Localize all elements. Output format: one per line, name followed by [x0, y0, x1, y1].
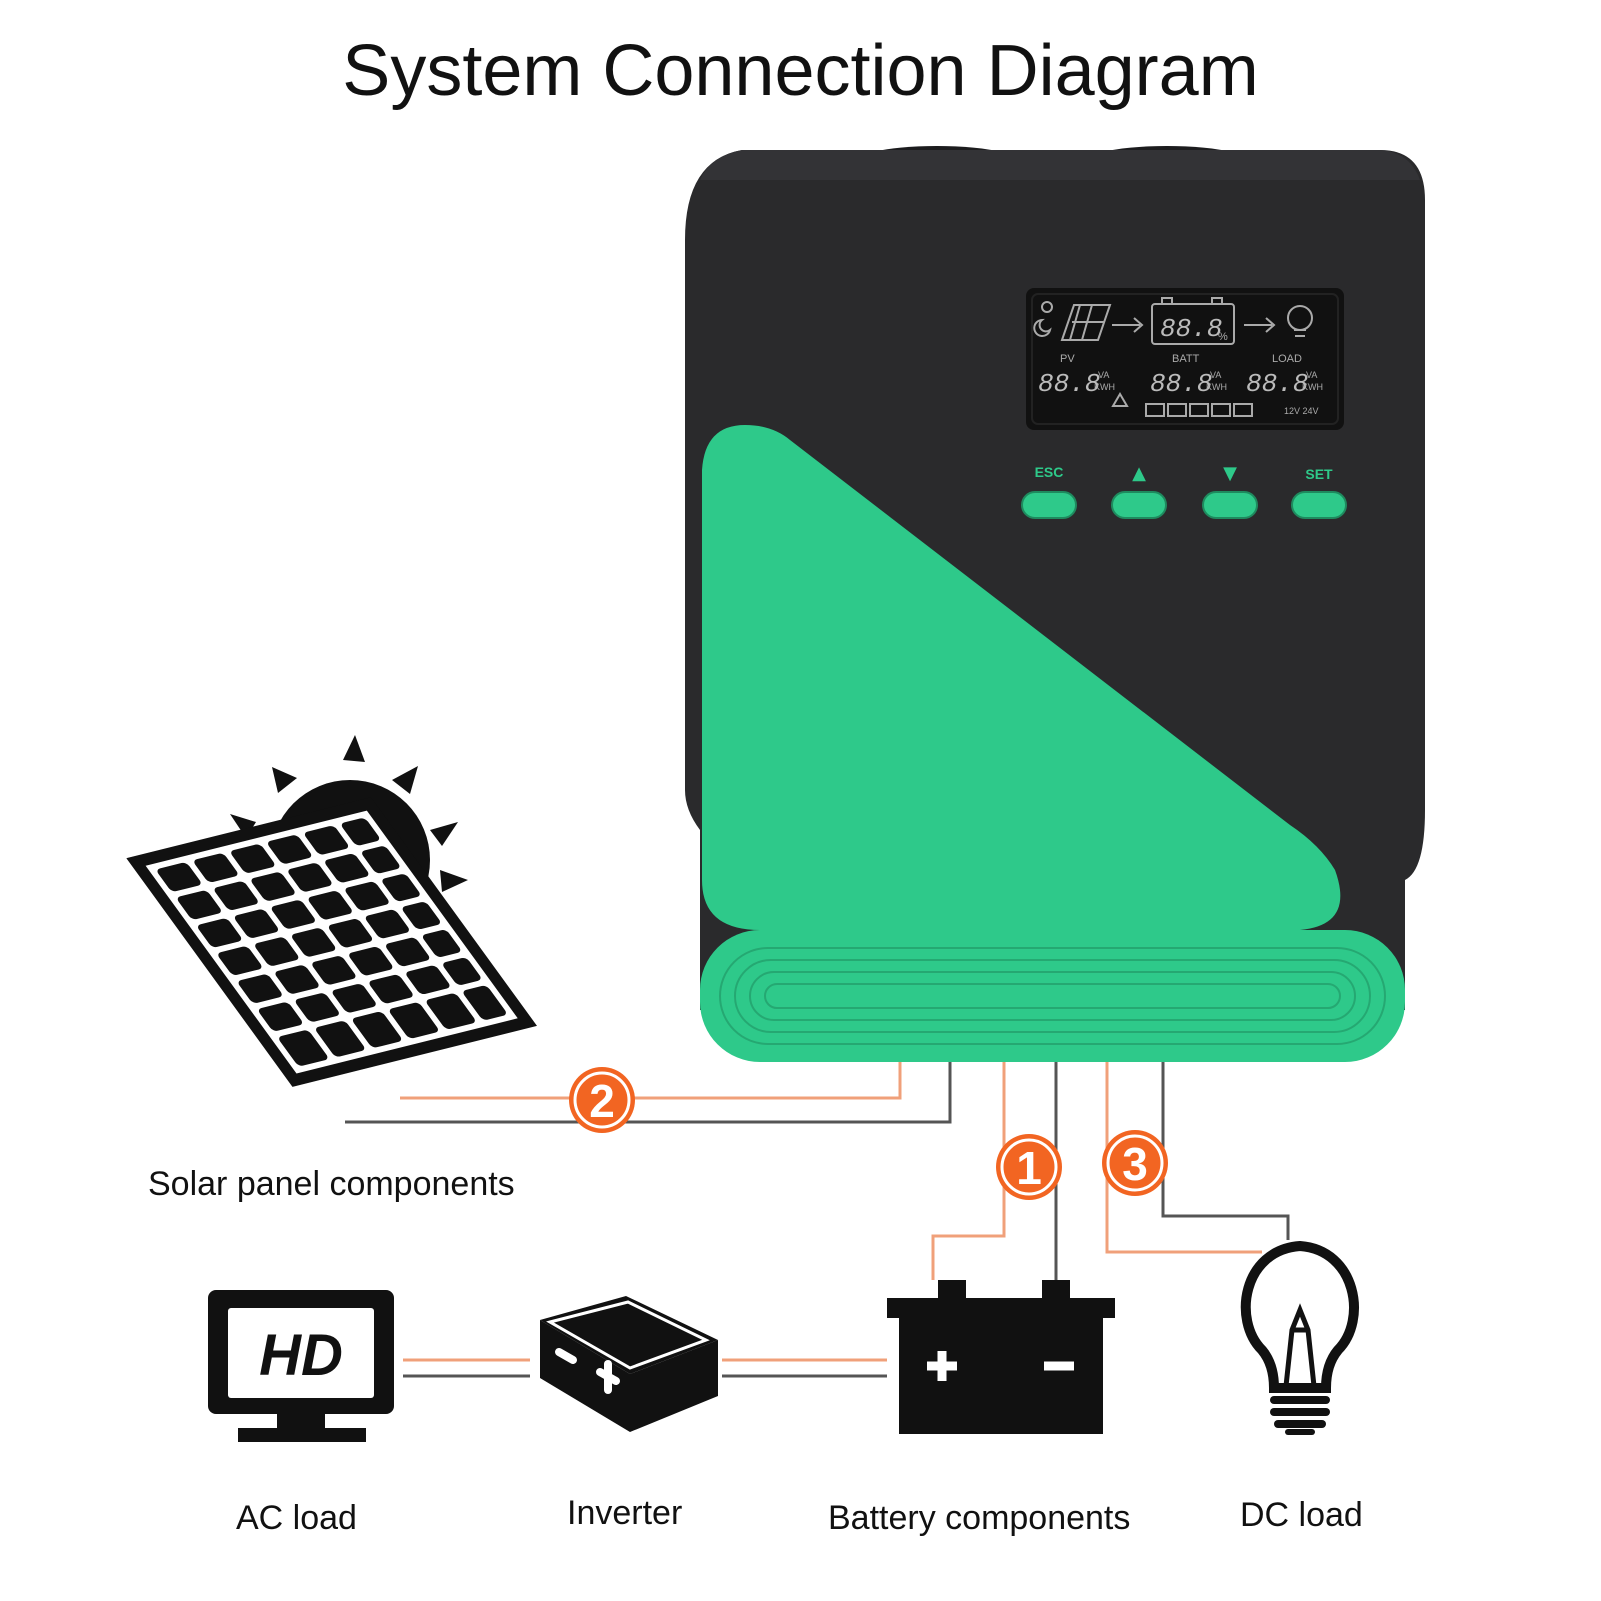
green-grip	[700, 930, 1405, 1062]
down-button[interactable]	[1202, 491, 1258, 519]
solar-negative-wire	[345, 1062, 952, 1124]
tv-hd-text: HD	[259, 1323, 343, 1388]
label-inverter: Inverter	[567, 1494, 683, 1532]
lcd-batt-unit-va: VA	[1210, 370, 1221, 380]
up-button-label: ▲	[1132, 463, 1146, 484]
lcd-batt-unit-kwh: KWH	[1206, 382, 1227, 392]
lcd-percent: %	[1218, 331, 1228, 343]
load-positive-wire	[1105, 1062, 1262, 1254]
green-panel	[702, 425, 1341, 930]
lcd-pv-unit-kwh: KWH	[1094, 382, 1115, 392]
wires	[345, 1062, 1290, 1378]
lcd-load-unit-va: VA	[1306, 370, 1317, 380]
solar-charge-controller: 88.8 % PV BATT LOAD 88.8 88.8 88.8 VA KW…	[685, 146, 1425, 1062]
lcd-batt-label: BATT	[1172, 353, 1200, 365]
lcd-battery-icon	[1151, 303, 1235, 345]
lcd-arrow-2-icon	[1244, 317, 1276, 333]
tv-icon: HD	[208, 1290, 394, 1442]
grip-ridges	[719, 947, 1386, 1045]
lcd-icons	[1033, 297, 1313, 417]
battery-positive-wire	[931, 1062, 1006, 1280]
badge-3: 3	[1102, 1130, 1168, 1196]
badge-2-number: 2	[589, 1075, 615, 1127]
esc-button-label: ESC	[1035, 464, 1064, 480]
lcd-load-digits: 88.8	[1246, 369, 1308, 399]
lcd-load-label: LOAD	[1272, 353, 1302, 365]
solar-panel-icon	[126, 735, 537, 1087]
badge-1-number: 1	[1016, 1142, 1042, 1194]
bulb-icon	[1240, 1240, 1359, 1435]
inverter-icon	[540, 1296, 718, 1432]
lcd-load-unit-kwh: KWH	[1302, 382, 1323, 392]
set-button[interactable]	[1291, 491, 1347, 519]
lcd-batt-digits: 88.8	[1150, 369, 1212, 399]
battery-icon	[887, 1280, 1115, 1434]
solar-positive-wire	[400, 1062, 902, 1100]
lcd-pv-digits: 88.8	[1038, 369, 1100, 399]
label-solar-panel: Solar panel components	[148, 1165, 515, 1203]
lcd-sun-icon	[1041, 301, 1053, 313]
esc-button[interactable]	[1021, 491, 1077, 519]
lcd-battery-digits: 88.8	[1160, 314, 1222, 344]
lcd-moon-icon	[1033, 318, 1052, 337]
label-battery: Battery components	[828, 1499, 1131, 1537]
set-button-label: SET	[1305, 466, 1333, 482]
controller-top-edge	[700, 150, 1420, 180]
badge-2: 2	[569, 1067, 635, 1133]
label-ac-load: AC load	[236, 1499, 357, 1537]
lcd-pv-label: PV	[1060, 353, 1075, 365]
label-dc-load: DC load	[1240, 1496, 1363, 1534]
badge-1: 1	[996, 1134, 1062, 1200]
lcd-panel-icon	[1060, 304, 1112, 341]
badge-3-number: 3	[1122, 1138, 1148, 1190]
lcd-voltage: 12V 24V	[1284, 406, 1319, 416]
lcd-warning-icon	[1111, 392, 1129, 407]
up-button[interactable]	[1111, 491, 1167, 519]
lcd-arrow-1-icon	[1112, 317, 1144, 333]
lcd-pv-unit-va: VA	[1098, 370, 1109, 380]
page-title: System Connection Diagram	[342, 31, 1259, 111]
lcd-screen	[1026, 288, 1344, 430]
load-negative-wire	[1161, 1062, 1290, 1240]
down-button-label: ▼	[1223, 463, 1237, 484]
